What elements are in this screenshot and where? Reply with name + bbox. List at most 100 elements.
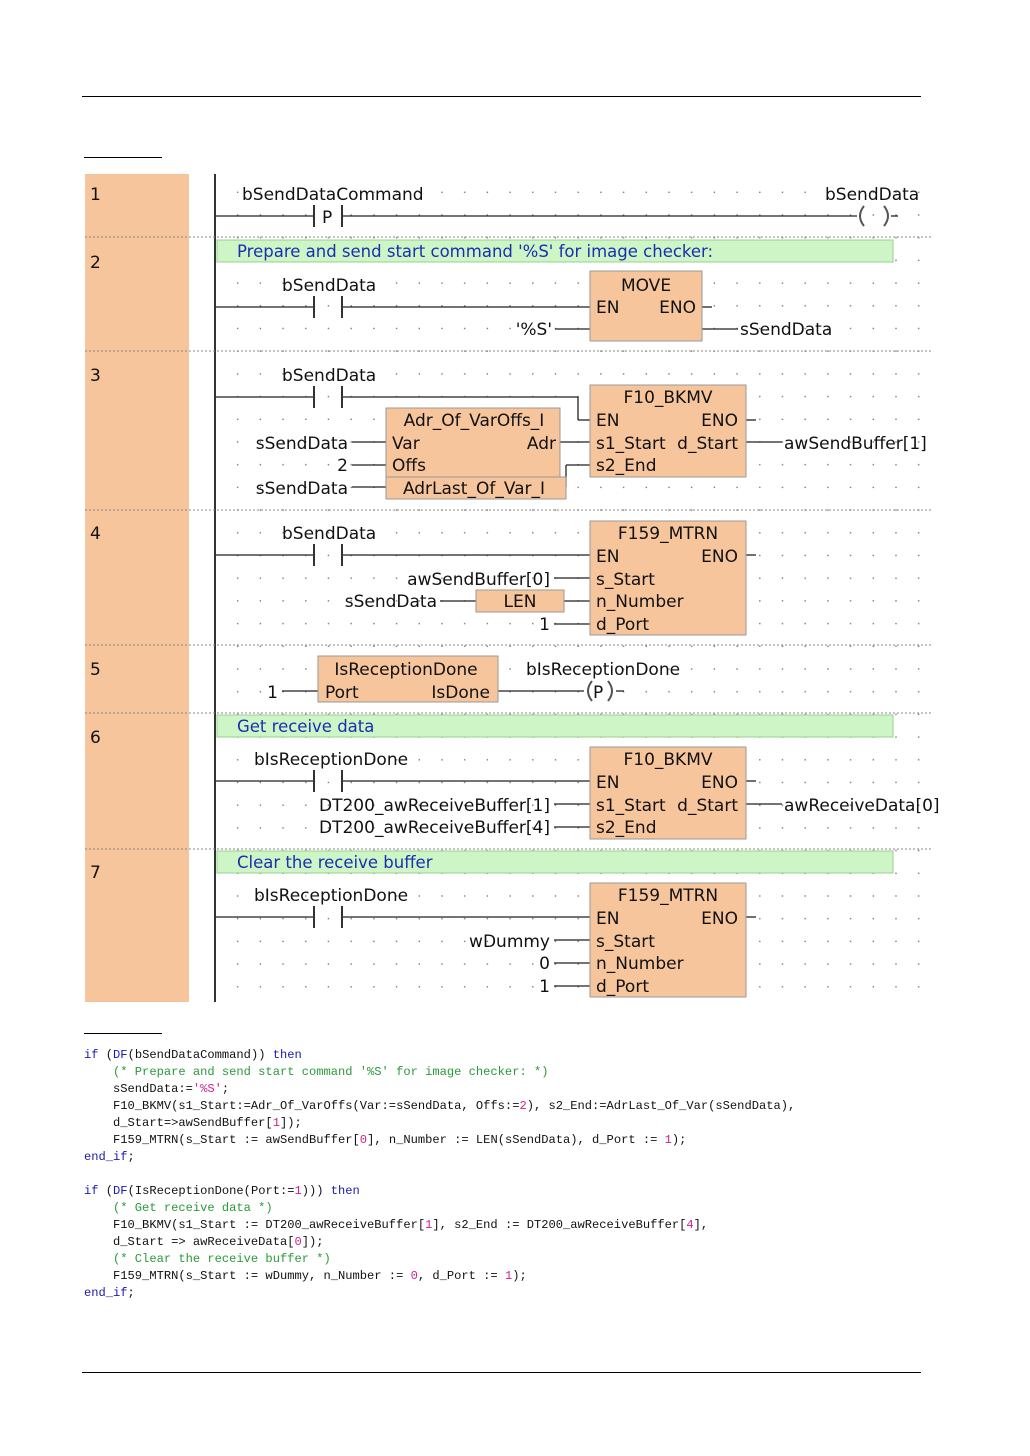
rung-2-en: EN	[596, 298, 619, 318]
rung-2-comment-bar	[216, 239, 894, 263]
code-token: 1	[272, 1116, 280, 1130]
code-line: if (DF(IsReceptionDone(Port:=1))) then	[84, 1183, 795, 1200]
f159-mtrn-block-2	[589, 882, 747, 998]
code-token: 4	[686, 1218, 694, 1232]
rung-7-block-name: F159_MTRN	[618, 886, 718, 906]
rung-7-input-3: 1	[539, 977, 550, 997]
st-heading-rule	[84, 1033, 162, 1034]
rung-2-contact-label: bSendData	[282, 276, 376, 296]
code-token: F10_BKMV(s1_Start := DT200_awReceiveBuff…	[84, 1218, 426, 1232]
f159-mtrn-block-1	[589, 520, 747, 636]
rung-7-contact-label: bIsReceptionDone	[254, 886, 408, 906]
code-token: (bSendDataCommand))	[127, 1048, 273, 1062]
rung-5-isdone: IsDone	[431, 683, 490, 703]
code-line: (* Clear the receive buffer *)	[84, 1251, 795, 1268]
code-token: d_Start => awReceiveData[	[84, 1235, 295, 1249]
rung-2-block-name: MOVE	[621, 276, 671, 296]
code-line: F10_BKMV(s1_Start := DT200_awReceiveBuff…	[84, 1217, 795, 1234]
rung-2-eno: ENO	[659, 298, 696, 318]
code-token: (	[105, 1048, 114, 1062]
rung-number-2: 2	[90, 253, 101, 273]
rung-number-3: 3	[90, 366, 101, 386]
ld-heading-rule	[84, 157, 162, 158]
code-token: ;	[127, 1150, 135, 1164]
code-token	[84, 1201, 113, 1215]
code-line: d_Start => awReceiveData[0]);	[84, 1234, 795, 1251]
rung-3-input-2: 2	[337, 456, 348, 476]
rung-6-eno: ENO	[701, 773, 738, 793]
code-token: 1	[664, 1133, 672, 1147]
rung-6-en: EN	[596, 773, 619, 793]
f10-bkmv-block-2	[589, 746, 747, 840]
code-line: F159_MTRN(s_Start := awSendBuffer[0], n_…	[84, 1132, 795, 1149]
rung-5-coil-label: bIsReceptionDone	[526, 660, 680, 680]
adr-of-varoffs-block	[385, 407, 561, 479]
code-line: F159_MTRN(s_Start := wDummy, n_Number :=…	[84, 1268, 795, 1285]
rung-3-sub-block-name: Adr_Of_VarOffs_I	[404, 411, 545, 431]
rung-1-coil-label: bSendData	[825, 185, 919, 205]
structured-text-code: if (DF(bSendDataCommand)) then (* Prepar…	[84, 1047, 795, 1302]
rung-number-5: 5	[90, 660, 101, 680]
rung-6-input-1: DT200_awReceiveBuffer[1]	[319, 796, 550, 816]
rung-4-d: d_Port	[596, 615, 649, 635]
rung-6-s1: s1_Start	[596, 796, 666, 816]
code-token: ], s2_End := DT200_awReceiveBuffer[	[432, 1218, 687, 1232]
code-token: DF	[113, 1048, 128, 1062]
rung-1-coil-right	[883, 205, 889, 227]
code-line: F10_BKMV(s1_Start:=Adr_Of_VarOffs(Var:=s…	[84, 1098, 795, 1115]
rung-7-input-1: wDummy	[469, 932, 550, 952]
rung-7-eno: ENO	[701, 909, 738, 929]
code-line: if (DF(bSendDataCommand)) then	[84, 1047, 795, 1064]
rung-1-contact-type: P	[322, 208, 332, 228]
code-token: ), s2_End:=AdrLast_Of_Var(sSendData),	[526, 1099, 796, 1113]
code-token: then	[272, 1048, 302, 1062]
rung-6-comment-bar	[216, 714, 894, 738]
rung-4-block-name: F159_MTRN	[618, 524, 718, 544]
rung-6-block-name: F10_BKMV	[623, 750, 712, 770]
rung-5-input: 1	[267, 683, 278, 703]
code-token: 0	[359, 1133, 368, 1147]
rung-4-input-1: awSendBuffer[0]	[407, 570, 550, 590]
rung-3-s2: s2_End	[596, 456, 656, 476]
adrlast-of-var-block	[385, 476, 567, 500]
code-token: ], n_Number := LEN(sSendData), d_Port :=	[367, 1133, 665, 1147]
rung-3-contact-label: bSendData	[282, 366, 376, 386]
rung-number-6: 6	[90, 728, 101, 748]
footer-rule	[82, 1372, 921, 1373]
len-block	[475, 589, 565, 613]
code-token: ]);	[279, 1116, 302, 1130]
code-token: 1	[425, 1218, 433, 1232]
code-token	[84, 1252, 113, 1266]
code-line	[84, 1166, 795, 1183]
code-token: if	[84, 1184, 106, 1198]
code-line: sSendData:='%S';	[84, 1081, 795, 1098]
code-token: );	[512, 1269, 527, 1283]
code-line: (* Get receive data *)	[84, 1200, 795, 1217]
rung-6-comment: Get receive data	[237, 717, 374, 736]
rung-3-block-name: F10_BKMV	[623, 388, 712, 408]
rung-7-comment: Clear the receive buffer	[237, 853, 433, 872]
rung-7-input-2: 0	[539, 954, 550, 974]
rung-3-eno: ENO	[701, 411, 738, 431]
code-token: F10_BKMV(s1_Start:=Adr_Of_VarOffs(Var:=s…	[84, 1099, 520, 1113]
code-token: );	[671, 1133, 687, 1147]
rung-1-coil-left	[859, 205, 865, 227]
left-power-rail	[214, 174, 216, 1002]
code-token: DF	[113, 1184, 128, 1198]
rung-7-comment-bar	[216, 850, 894, 874]
rung-3-sub-var: Var	[392, 434, 420, 454]
rung-5-coil-right	[607, 680, 613, 702]
rung-4-eno: ENO	[701, 547, 738, 567]
code-token	[84, 1065, 113, 1079]
move-block	[589, 270, 703, 342]
contacts	[313, 205, 343, 928]
code-line: (* Prepare and send start command '%S' f…	[84, 1064, 795, 1081]
code-line: end_if;	[84, 1149, 795, 1166]
code-token: )))	[301, 1184, 331, 1198]
rung-number-1: 1	[90, 185, 101, 205]
code-token: 1	[504, 1269, 513, 1283]
code-token: 0	[294, 1235, 302, 1249]
code-token: sSendData:=	[84, 1082, 193, 1096]
code-token: end_if	[84, 1286, 128, 1300]
code-token: 0	[410, 1269, 418, 1283]
